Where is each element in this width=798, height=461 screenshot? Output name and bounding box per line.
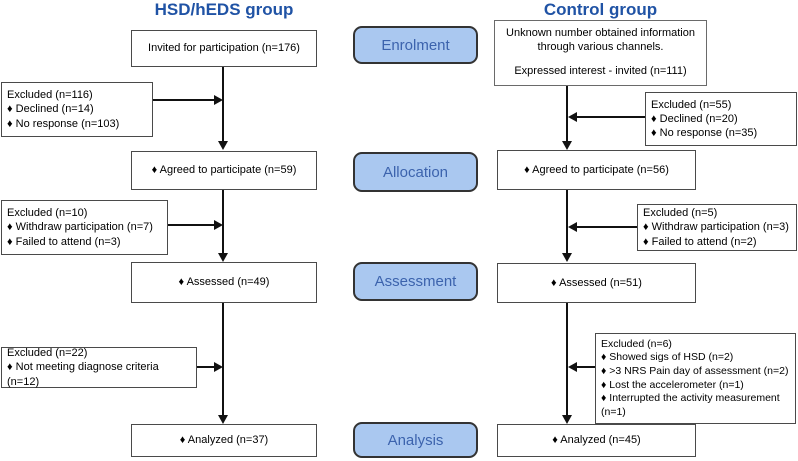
flow-line — [566, 190, 568, 253]
hsd-agreed-box: ♦ Agreed to participate (n=59) — [131, 151, 317, 190]
flow-line — [577, 366, 595, 368]
control-info-box: Unknown number obtained information thro… — [494, 20, 707, 86]
excluded-item: ♦ Failed to attend (n=2) — [643, 235, 757, 248]
control-analyzed-box: ♦ Analyzed (n=45) — [497, 424, 696, 457]
excluded-item: ♦ Not meeting diagnose criteria (n=12) — [7, 361, 159, 388]
control-excluded-enrolment-box: Excluded (n=55) ♦ Declined (n=20) ♦ No r… — [645, 92, 797, 146]
excluded-item: ♦ Declined (n=20) — [651, 112, 738, 125]
excluded-item: ♦ Withdraw participation (n=7) — [7, 221, 153, 234]
flow-line — [566, 303, 568, 415]
excluded-item: ♦ >3 NRS Pain day of assessment (n=2) — [601, 364, 789, 377]
excluded-header: Excluded (n=55) — [651, 98, 732, 111]
hsd-group-title: HSD/hEDS group — [154, 0, 294, 19]
hsd-analyzed-box: ♦ Analyzed (n=37) — [131, 424, 317, 457]
excluded-item: ♦ No response (n=103) — [7, 117, 120, 130]
flow-line — [153, 99, 214, 101]
stage-label-allocation: Allocation — [353, 152, 478, 192]
excluded-item: ♦ Failed to attend (n=3) — [7, 235, 121, 248]
arrowhead-down-icon — [218, 415, 228, 424]
excluded-item: ♦ Lost the accelerometer (n=1) — [601, 378, 744, 391]
arrowhead-down-icon — [562, 415, 572, 424]
control-excluded-allocation-box: Excluded (n=5) ♦ Withdraw participation … — [637, 204, 797, 251]
arrowhead-left-icon — [568, 112, 577, 122]
excluded-item: ♦ Declined (n=14) — [7, 103, 94, 116]
flow-line — [222, 190, 224, 253]
excluded-header: Excluded (n=5) — [643, 207, 718, 220]
excluded-header: Excluded (n=116) — [7, 89, 93, 102]
stage-label-analysis: Analysis — [353, 422, 478, 458]
stage-label-enrolment: Enrolment — [353, 26, 478, 64]
flow-line — [168, 224, 214, 226]
excluded-item: ♦ Interrupted the activity measurement (… — [601, 392, 780, 418]
hsd-excluded-enrolment-box: Excluded (n=116) ♦ Declined (n=14) ♦ No … — [1, 82, 153, 137]
hsd-excluded-assessment-box: Excluded (n=22) ♦ Not meeting diagnose c… — [1, 347, 197, 388]
arrowhead-right-icon — [214, 362, 223, 372]
arrowhead-left-icon — [568, 222, 577, 232]
control-agreed-box: ♦ Agreed to participate (n=56) — [497, 150, 696, 190]
arrowhead-down-icon — [562, 253, 572, 262]
arrowhead-down-icon — [218, 141, 228, 150]
hsd-invited-box: Invited for participation (n=176) — [131, 30, 317, 67]
control-excluded-analysis-box: Excluded (n=6) ♦ Showed sigs of HSD (n=2… — [595, 333, 796, 424]
excluded-header: Excluded (n=22) — [7, 347, 88, 360]
flow-line — [577, 116, 645, 118]
excluded-item: ♦ No response (n=35) — [651, 127, 758, 140]
stage-label-assessment: Assessment — [353, 262, 478, 301]
arrowhead-down-icon — [218, 253, 228, 262]
arrowhead-right-icon — [214, 95, 223, 105]
control-info-line2: Expressed interest - invited (n=111) — [514, 64, 687, 77]
control-info-line1: Unknown number obtained information thro… — [506, 27, 695, 54]
excluded-header: Excluded (n=6) — [601, 337, 672, 350]
control-assessed-box: ♦ Assessed (n=51) — [497, 263, 696, 303]
flow-line — [222, 303, 224, 415]
hsd-excluded-allocation-box: Excluded (n=10) ♦ Withdraw participation… — [1, 200, 168, 255]
flow-line — [566, 86, 568, 141]
flow-line — [197, 366, 214, 368]
arrowhead-down-icon — [562, 141, 572, 150]
control-group-title: Control group — [543, 0, 658, 19]
flow-line — [222, 67, 224, 141]
flow-line — [577, 226, 637, 228]
excluded-item: ♦ Showed sigs of HSD (n=2) — [601, 351, 734, 364]
arrowhead-right-icon — [214, 220, 223, 230]
excluded-header: Excluded (n=10) — [7, 207, 88, 220]
hsd-assessed-box: ♦ Assessed (n=49) — [131, 262, 317, 303]
arrowhead-left-icon — [568, 362, 577, 372]
excluded-item: ♦ Withdraw participation (n=3) — [643, 221, 789, 234]
